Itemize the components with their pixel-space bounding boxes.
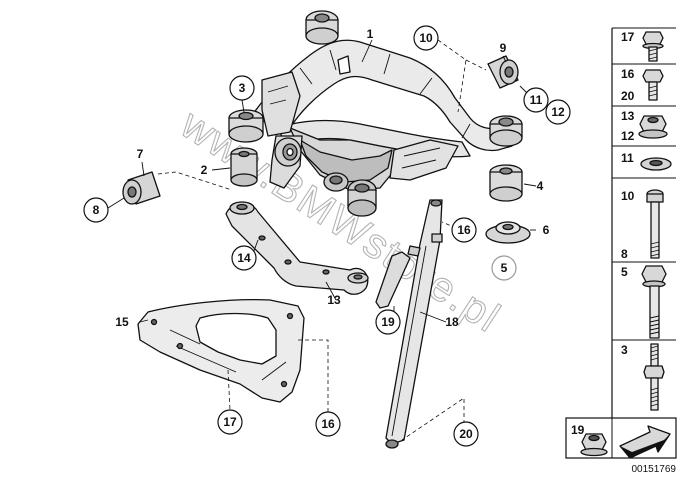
callout-10: 10 — [413, 25, 439, 51]
callout-20: 20 — [453, 421, 479, 447]
callouts: 1 2 3 4 5 6 7 8 9 10 — [83, 25, 571, 447]
svg-text:8: 8 — [621, 247, 628, 261]
callout-7: 7 — [137, 147, 144, 161]
fastener-sidebar: 17 16 20 13 12 — [565, 27, 677, 475]
bushing-2 — [230, 147, 258, 187]
washer-icon — [640, 157, 672, 171]
svg-text:19: 19 — [571, 423, 585, 437]
sidebar-row-11: 11 — [612, 151, 676, 179]
sidebar-row-3: 3 — [621, 343, 665, 411]
svg-text:16: 16 — [621, 67, 635, 81]
leader-lines — [107, 39, 537, 441]
svg-text:20: 20 — [621, 89, 635, 103]
svg-text:19: 19 — [381, 315, 395, 329]
svg-text:17: 17 — [621, 30, 635, 44]
callout-2: 2 — [201, 163, 208, 177]
callout-16b: 16 — [315, 411, 341, 437]
svg-text:10: 10 — [621, 189, 635, 203]
tension-strut-18 — [385, 199, 443, 449]
callout-1: 1 — [367, 27, 374, 41]
svg-text:7: 7 — [137, 147, 144, 161]
stud-bolt-icon — [643, 343, 665, 411]
svg-text:14: 14 — [237, 251, 251, 265]
sidebar-row-5: 5 — [612, 265, 676, 341]
callout-12: 12 — [545, 99, 571, 125]
bracket-19 — [375, 245, 421, 309]
short-bolt-icon — [642, 69, 664, 101]
callout-16a: 16 — [451, 217, 477, 243]
svg-text:9: 9 — [500, 41, 507, 55]
svg-text:20: 20 — [459, 427, 473, 441]
svg-text:6: 6 — [543, 223, 550, 237]
bushing-9 — [487, 55, 519, 89]
callout-3: 3 — [229, 75, 255, 101]
svg-text:5: 5 — [501, 261, 508, 275]
sidebar-row-16-20: 16 20 — [612, 67, 676, 107]
callout-8: 8 — [83, 197, 109, 223]
svg-text:11: 11 — [530, 93, 543, 107]
svg-text:10: 10 — [419, 31, 433, 45]
nut-icon — [580, 433, 608, 457]
svg-text:17: 17 — [223, 415, 237, 429]
callout-17: 17 — [217, 409, 243, 435]
callout-4: 4 — [537, 179, 544, 193]
sidebar-row-13-12: 13 12 — [612, 109, 676, 147]
sidebar-row-17: 17 — [612, 30, 676, 65]
callout-15: 15 — [115, 315, 129, 329]
reference-number: 00151769 — [632, 464, 677, 475]
bushing-7 — [122, 171, 161, 205]
svg-text:5: 5 — [621, 265, 628, 279]
callout-9: 9 — [500, 41, 507, 55]
svg-text:11: 11 — [621, 151, 634, 165]
svg-text:13: 13 — [621, 109, 635, 123]
frame-lower-bushing-left — [323, 172, 349, 192]
underbody-shield-15 — [137, 298, 305, 403]
long-bolt-icon — [646, 189, 664, 259]
flange-nut-icon — [638, 115, 668, 139]
svg-text:8: 8 — [93, 203, 100, 217]
flange-bolt-icon — [642, 31, 664, 62]
cross-brace-14 — [225, 201, 369, 295]
svg-text:16: 16 — [457, 223, 471, 237]
frame-top-mount — [305, 10, 339, 45]
callout-14: 14 — [231, 245, 257, 271]
hex-bolt-icon — [641, 265, 667, 339]
callout-6: 6 — [543, 223, 550, 237]
svg-text:15: 15 — [115, 315, 129, 329]
svg-text:13: 13 — [327, 293, 341, 307]
rear-axle-subframe — [249, 10, 523, 217]
frame-front-bushing — [274, 137, 302, 167]
callout-5: 5 — [491, 255, 517, 281]
svg-text:12: 12 — [621, 129, 635, 143]
svg-text:18: 18 — [445, 315, 459, 329]
svg-text:12: 12 — [551, 105, 565, 119]
sidebar-row-19: 19 — [565, 417, 677, 459]
frame-lower-bushing-right — [347, 179, 377, 217]
svg-text:16: 16 — [321, 417, 335, 431]
forward-arrow-icon — [619, 425, 671, 459]
washer-6 — [485, 221, 531, 244]
sidebar-row-10-8: 10 8 — [612, 189, 676, 263]
callout-18: 18 — [445, 315, 459, 329]
callout-11: 11 — [523, 87, 549, 113]
svg-text:3: 3 — [239, 81, 246, 95]
svg-text:3: 3 — [621, 343, 628, 357]
frame-right-mount — [489, 115, 523, 147]
callout-13: 13 — [327, 293, 341, 307]
svg-text:4: 4 — [537, 179, 544, 193]
callout-19: 19 — [375, 309, 401, 335]
rubber-mount-4 — [489, 164, 523, 202]
rubber-mount-3 — [228, 109, 264, 143]
svg-text:2: 2 — [201, 163, 208, 177]
